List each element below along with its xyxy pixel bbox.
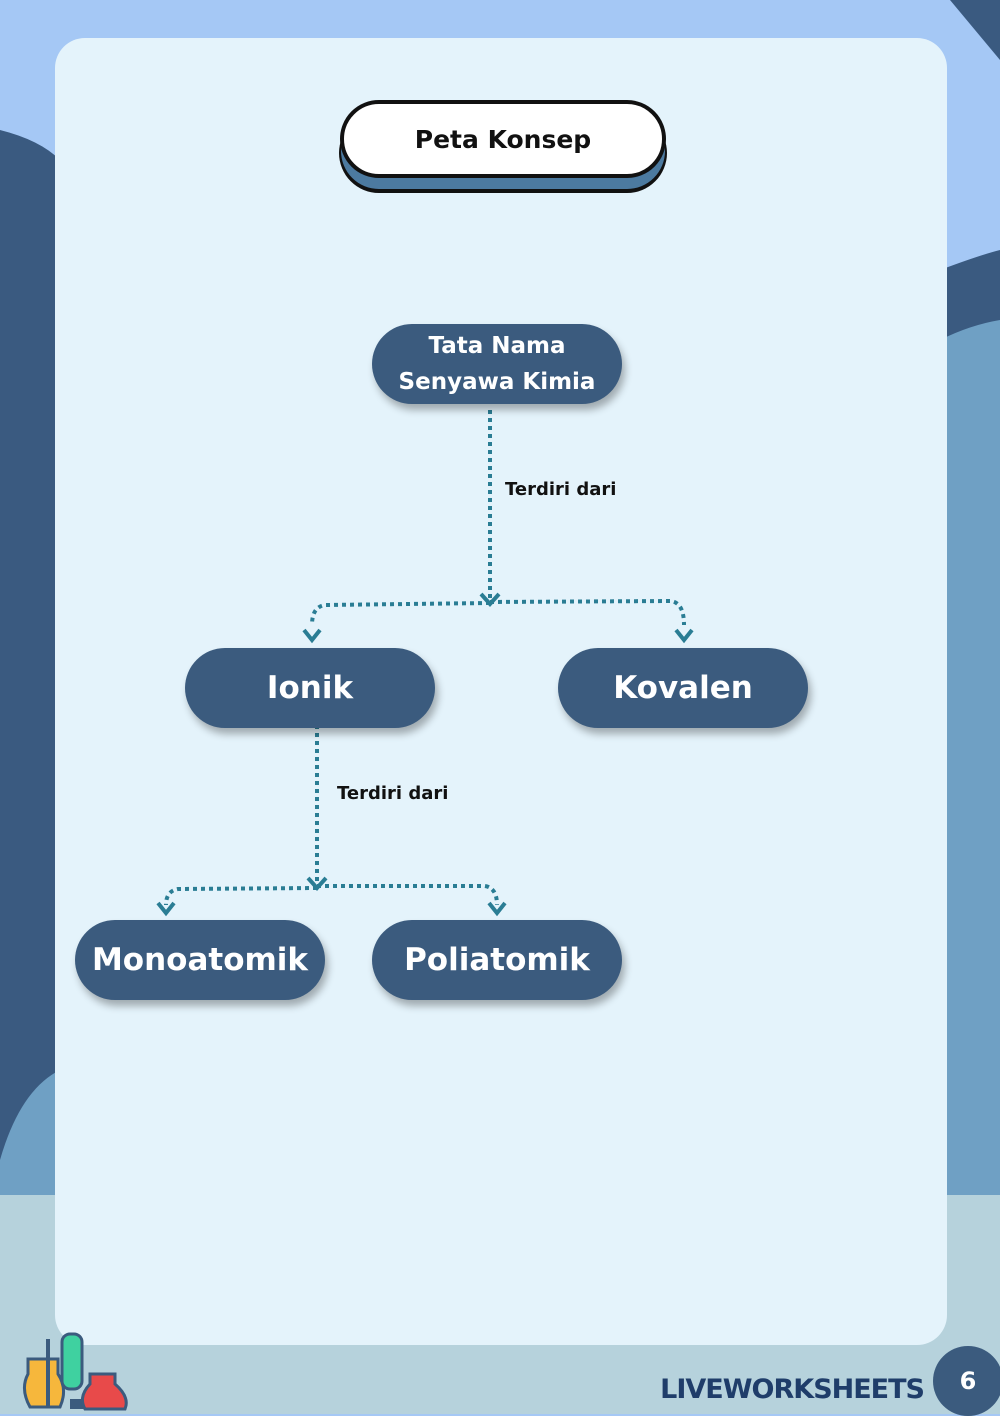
node-tata-nama-senyawa-kimia: Tata Nama Senyawa Kimia <box>372 324 622 404</box>
lab-flasks-illustration <box>23 1332 128 1411</box>
node-kovalen: Kovalen <box>558 648 808 728</box>
edge-label-ionik: Terdiri dari <box>337 783 449 804</box>
node-root-line2: Senyawa Kimia <box>398 369 596 395</box>
node-monoatomik: Monoatomik <box>75 920 325 1000</box>
liveworksheets-logo: LIVEWORKSHEETS <box>660 1374 925 1405</box>
node-poliatomik: Poliatomik <box>372 920 622 1000</box>
page-title: Peta Konsep <box>340 100 666 178</box>
edge-label-root: Terdiri dari <box>505 479 617 500</box>
page-number: 6 <box>933 1346 1000 1416</box>
node-root-line1: Tata Nama <box>428 333 566 359</box>
node-ionik: Ionik <box>185 648 435 728</box>
